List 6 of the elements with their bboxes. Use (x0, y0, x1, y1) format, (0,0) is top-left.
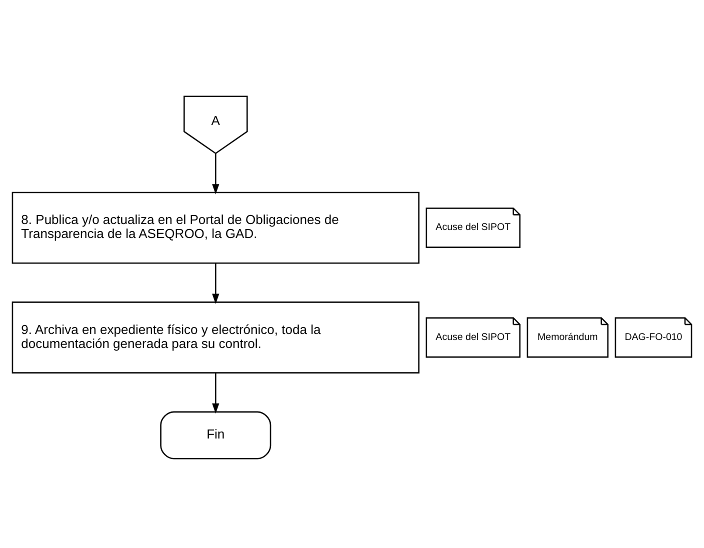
node-box: 8. Publica y/o actualiza en el Portal de Obligaciones de Transparencia de la ASEQROO, la GAD. (12, 191, 420, 264)
node-box: Fin (160, 410, 272, 459)
arrow (212, 153, 220, 194)
arrow (212, 262, 220, 304)
node-box: 9. Archiva en expediente físico y electrónico, toda la documentación generada para su control. (12, 301, 420, 373)
arrow (212, 372, 220, 414)
